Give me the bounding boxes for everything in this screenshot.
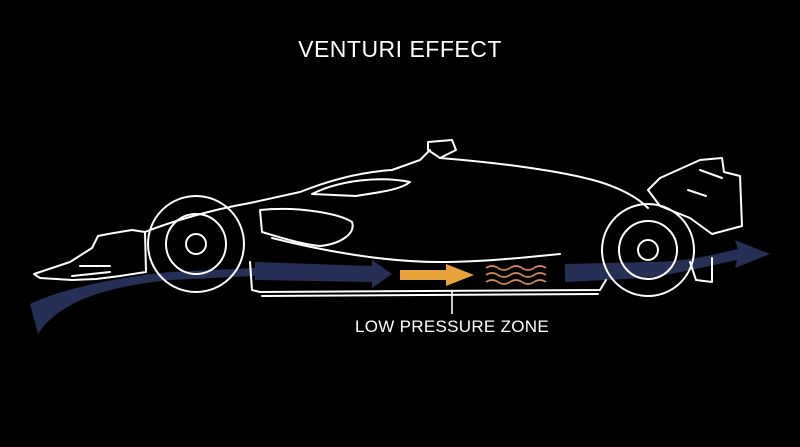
- rear-wing-element: [687, 169, 723, 197]
- rear-wheel: [601, 203, 695, 297]
- airflow-underfloor: [255, 262, 372, 282]
- nose-top-line: [144, 149, 431, 233]
- diagram-title: VENTURI EFFECT: [298, 36, 502, 62]
- rear-wing: [647, 157, 743, 235]
- diffuser: [689, 257, 713, 283]
- sidepod-line: [271, 237, 561, 263]
- rear-wheel-hub: [637, 239, 659, 261]
- airbox: [427, 139, 457, 159]
- airflow-rear-exit: [565, 240, 770, 282]
- front-wheel-rim: [165, 213, 227, 275]
- front-wheel: [147, 195, 245, 293]
- airflow-arrow-tip: [372, 260, 392, 288]
- accelerated-flow-arrow: [400, 264, 474, 286]
- f1-car-outline: [33, 139, 743, 297]
- engine-cover: [439, 157, 649, 209]
- low-pressure-zone-label: LOW PRESSURE ZONE: [354, 317, 550, 336]
- front-wheel-hub: [185, 233, 207, 255]
- floor: [249, 261, 607, 293]
- turbulence-waves: [485, 265, 547, 285]
- sidepod-intake: [259, 207, 354, 247]
- floor-edge: [261, 293, 599, 297]
- rear-wheel-rim: [618, 220, 678, 280]
- front-wing: [33, 229, 147, 281]
- halo: [311, 178, 411, 197]
- front-wing-element: [71, 265, 111, 277]
